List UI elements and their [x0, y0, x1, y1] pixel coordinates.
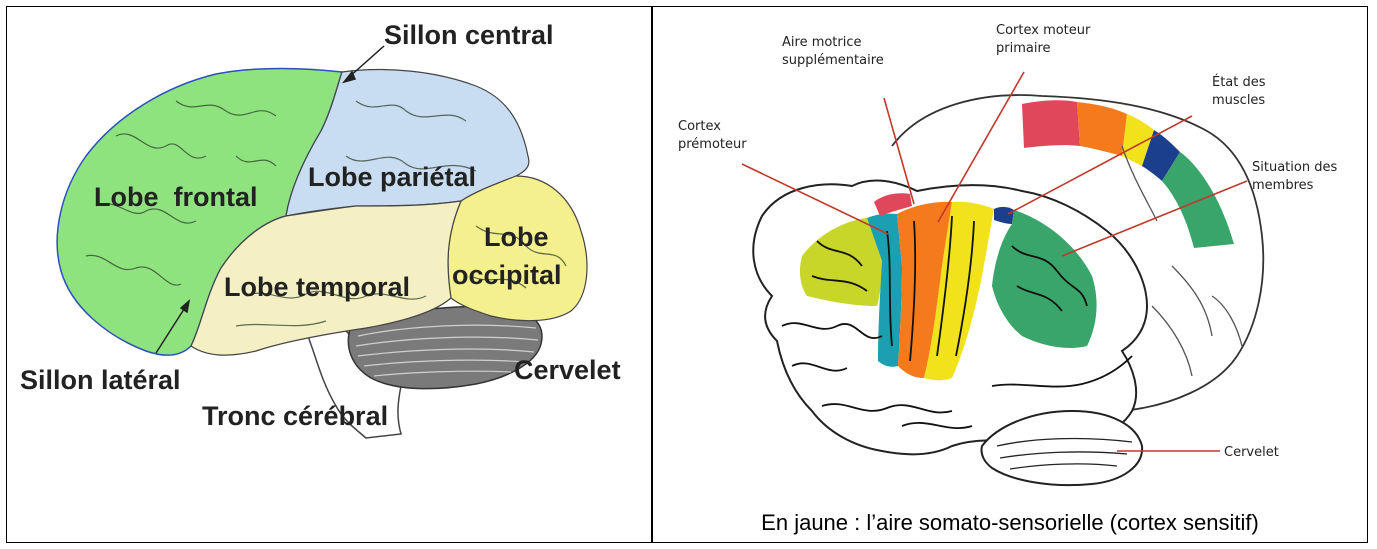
sillon-central-label: Sillon central — [384, 20, 554, 50]
lobe-parietal-label: Lobe pariétal — [308, 162, 476, 192]
tronc-cerebral-label: Tronc cérébral — [202, 401, 388, 431]
etat-muscles-label-1: État des — [1212, 74, 1266, 90]
aire-motrice-label-2: supplémentaire — [782, 53, 884, 68]
situation-membres-label-1: Situation des — [1252, 160, 1337, 175]
lobe-frontal-label: Lobe frontal — [94, 182, 258, 212]
lobes-panel: Sillon central Lobe frontal Lobe pariéta… — [6, 6, 651, 543]
somatosensory-caption: En jaune : l’aire somato-sensorielle (co… — [652, 510, 1368, 536]
cortex-moteur-label-1: Cortex moteur — [996, 23, 1091, 38]
lobes-diagram: Sillon central Lobe frontal Lobe pariéta… — [6, 6, 651, 543]
lobe-occipital-label-1: Lobe — [484, 222, 549, 252]
functions-diagram: Aire motrice supplémentaire Cortex moteu… — [652, 6, 1368, 506]
premoteur-label-2: prémoteur — [678, 137, 747, 152]
etat-muscles-label-2: muscles — [1212, 93, 1265, 108]
sillon-lateral-label: Sillon latéral — [20, 365, 181, 395]
cervelet-label-right: Cervelet — [1224, 445, 1279, 460]
functions-panel: Aire motrice supplémentaire Cortex moteu… — [652, 6, 1368, 543]
lobe-temporal-label: Lobe temporal — [224, 272, 410, 302]
cortex-moteur-label-2: primaire — [996, 41, 1051, 56]
cervelet-label-left: Cervelet — [514, 355, 621, 385]
premoteur-label-1: Cortex — [678, 119, 721, 134]
lobe-occipital-label-2: occipital — [452, 260, 562, 290]
medial-red-band — [1022, 100, 1080, 148]
situation-membres-label-2: membres — [1252, 178, 1314, 193]
aire-motrice-label-1: Aire motrice — [782, 35, 862, 50]
